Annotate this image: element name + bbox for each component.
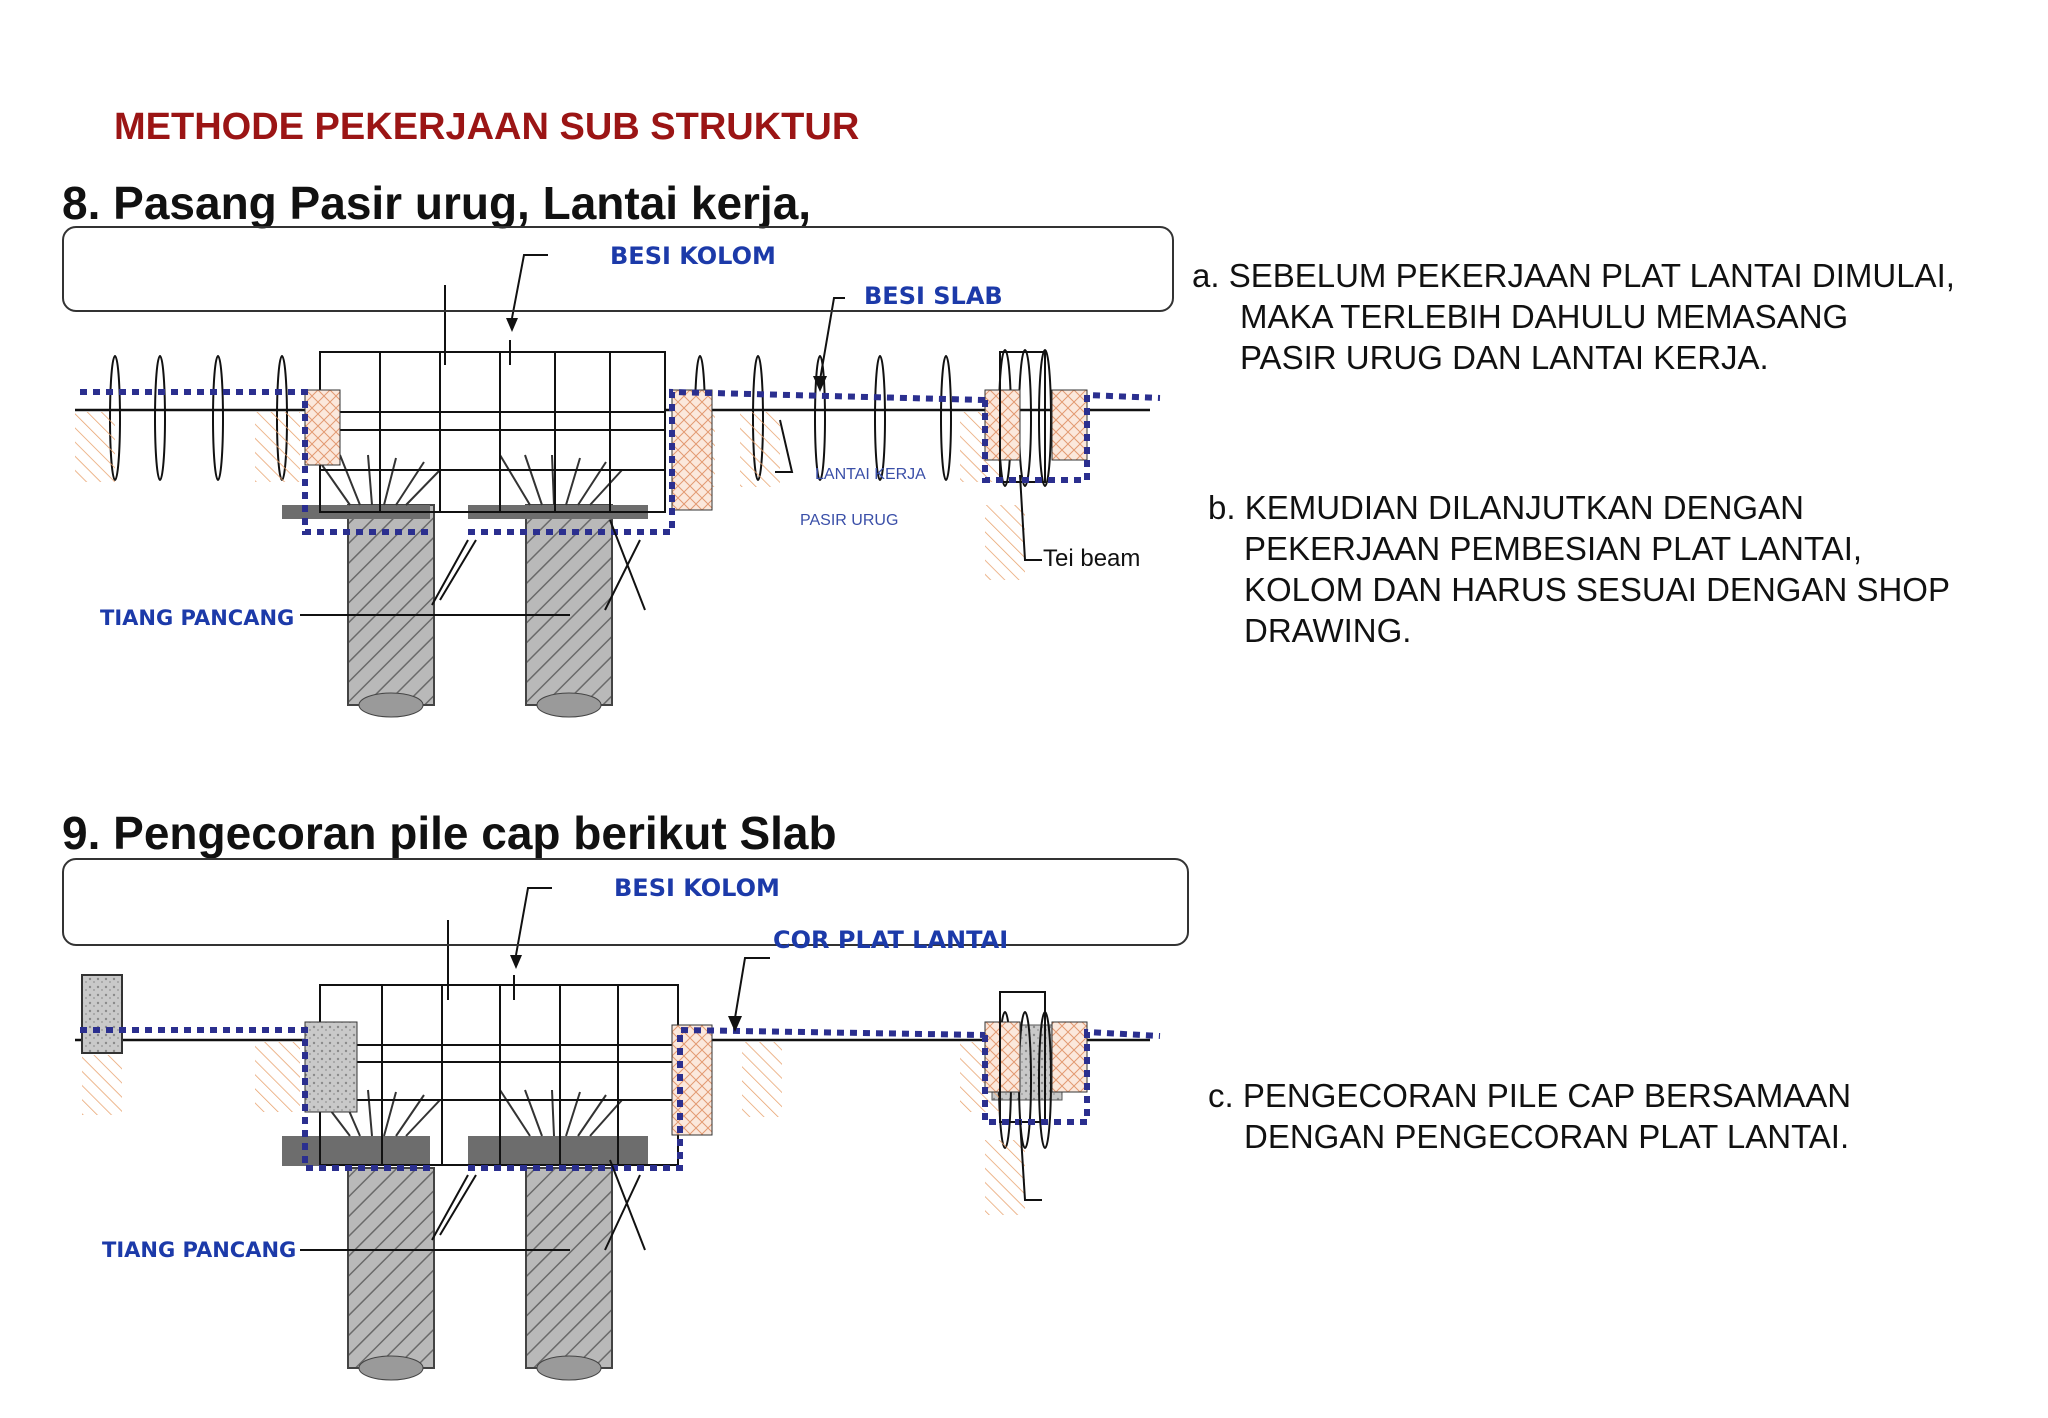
note-b: b. KEMUDIAN DILANJUTKAN DENGAN PEKERJAAN… bbox=[1208, 487, 1950, 651]
tie-beam-right-8 bbox=[1051, 389, 1088, 461]
note-a: a. SEBELUM PEKERJAAN PLAT LANTAI DIMULAI… bbox=[1192, 255, 1955, 378]
label-tiang-pancang-9: TIANG PANCANG bbox=[102, 1238, 297, 1262]
label-pasir-urug: PASIR URUG bbox=[800, 512, 899, 529]
dotted-outline-9 bbox=[80, 1026, 1161, 1171]
label-cor-plat-lantai: COR PLAT LANTAI bbox=[773, 926, 1009, 954]
beam-left-8 bbox=[304, 389, 341, 466]
note-c: c. PENGECORAN PILE CAP BERSAMAAN DENGAN … bbox=[1208, 1075, 1851, 1157]
note-c-line-2: DENGAN PENGECORAN PLAT LANTAI. bbox=[1244, 1118, 1850, 1155]
column-cage-8 bbox=[319, 285, 666, 513]
label-besi-kolom-8: BESI KOLOM bbox=[610, 242, 776, 270]
note-b-line-2: PEKERJAAN PEMBESIAN PLAT LANTAI, bbox=[1244, 530, 1863, 567]
section-8-title: 8. Pasang Pasir urug, Lantai kerja, bbox=[62, 177, 812, 229]
diagram-9 bbox=[75, 887, 1161, 1381]
note-a-line-3: PASIR URUG DAN LANTAI KERJA. bbox=[1240, 339, 1769, 376]
label-besi-kolom-9: BESI KOLOM bbox=[614, 874, 780, 902]
pile-right-8 bbox=[525, 504, 613, 718]
label-lantai-kerja: LANTAI KERJA bbox=[815, 466, 926, 483]
tie-beam-right-9 bbox=[1051, 1021, 1088, 1093]
column-cage-9 bbox=[319, 920, 679, 1166]
pile-left-8 bbox=[347, 504, 435, 718]
note-a-line-2: MAKA TERLEBIH DAHULU MEMASANG bbox=[1240, 298, 1849, 335]
leaders-8 bbox=[300, 254, 1042, 616]
lantai-kerja-right-9 bbox=[468, 1136, 648, 1166]
concrete-block-left-9 bbox=[81, 974, 123, 1054]
rebar-fan-9 bbox=[314, 1089, 623, 1137]
pile-left-9 bbox=[347, 1167, 435, 1381]
section-9-label-frame bbox=[62, 858, 1189, 946]
page-header: METHODE PEKERJAAN SUB STRUKTUR bbox=[114, 106, 860, 148]
note-b-line-1: b. KEMUDIAN DILANJUTKAN DENGAN bbox=[1208, 489, 1804, 526]
section-8-label-frame bbox=[62, 226, 1174, 312]
soil-hatch-9 bbox=[82, 1042, 1025, 1215]
rebar-fan-8 bbox=[314, 454, 623, 506]
label-besi-slab-8: BESI SLAB bbox=[864, 282, 1003, 310]
diagram-8 bbox=[75, 254, 1161, 718]
tie-beam-left-9 bbox=[984, 1021, 1021, 1093]
note-a-line-1: a. SEBELUM PEKERJAAN PLAT LANTAI DIMULAI… bbox=[1192, 257, 1955, 294]
label-tei-beam: Tei beam bbox=[1043, 545, 1141, 572]
beam-right-8 bbox=[671, 389, 713, 511]
leaders-9 bbox=[300, 887, 1042, 1251]
pile-right-9 bbox=[525, 1167, 613, 1381]
note-b-line-3: KOLOM DAN HARUS SESUAI DENGAN SHOP bbox=[1244, 571, 1950, 608]
note-b-line-4: DRAWING. bbox=[1244, 612, 1412, 649]
section-9-title: 9. Pengecoran pile cap berikut Slab bbox=[62, 807, 837, 859]
note-c-line-1: c. PENGECORAN PILE CAP BERSAMAAN bbox=[1208, 1077, 1852, 1114]
tie-beam-left-8 bbox=[984, 389, 1021, 461]
beam-left-9 bbox=[304, 1021, 358, 1113]
label-tiang-pancang-8: TIANG PANCANG bbox=[100, 606, 295, 630]
dotted-outline-8 bbox=[80, 388, 1161, 535]
